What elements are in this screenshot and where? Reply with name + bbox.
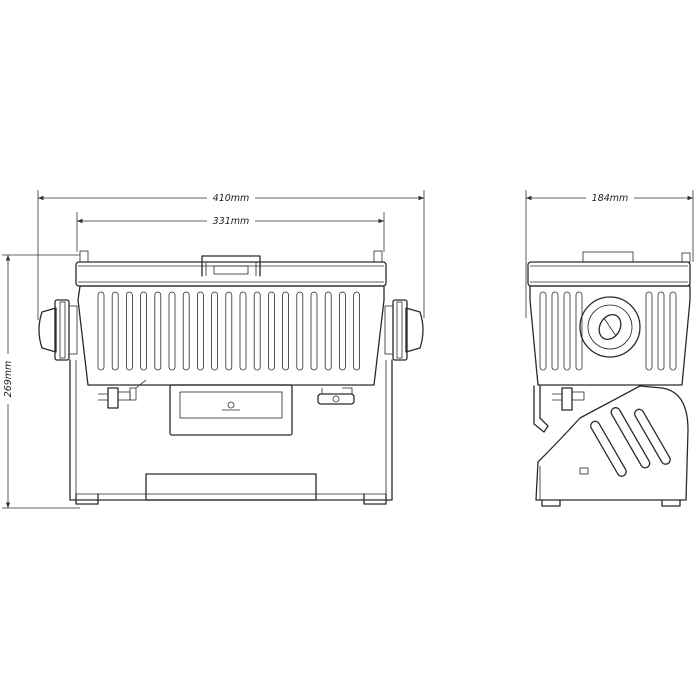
- front-cooling-fin: [154, 291, 162, 371]
- side-cooling-fin: [645, 291, 653, 371]
- front-left-connector: [98, 379, 147, 409]
- side-cooling-fin: [669, 291, 677, 371]
- front-cooling-fin: [97, 291, 105, 371]
- front-view: [38, 250, 424, 505]
- front-cooling-fin: [140, 291, 148, 371]
- front-cooling-fin: [253, 291, 261, 371]
- front-right-connector: [317, 387, 355, 405]
- front-cooling-fin: [338, 291, 346, 371]
- front-cooling-fin: [111, 291, 119, 371]
- front-cooling-fin: [353, 291, 361, 371]
- pivot-knob: [579, 296, 641, 358]
- yoke-slots: [590, 407, 671, 477]
- dimension-331: 331mm: [76, 212, 385, 252]
- front-cooling-fin: [182, 291, 190, 371]
- front-cooling-fin: [211, 291, 219, 371]
- left-knob: [38, 299, 78, 361]
- front-cooling-fin: [324, 291, 332, 371]
- side-view: [527, 251, 691, 507]
- side-cooling-fin: [551, 291, 559, 371]
- front-cooling-fin: [126, 291, 133, 371]
- dimension-184-label: 184mm: [592, 193, 629, 204]
- dimension-184: 184mm: [525, 190, 694, 318]
- front-cooling-fin: [168, 291, 176, 371]
- dimension-410: 410mm: [37, 190, 425, 320]
- side-connector: [533, 385, 585, 433]
- dimension-410-label: 410mm: [213, 193, 250, 204]
- side-cooling-fin: [657, 291, 665, 371]
- front-cooling-fin: [239, 291, 247, 371]
- right-knob: [384, 299, 424, 361]
- front-cooling-fin: [296, 291, 304, 371]
- front-cooling-fin: [310, 291, 318, 371]
- side-cooling-fin: [575, 291, 583, 371]
- dimension-269-label: 269mm: [3, 361, 14, 398]
- front-cooling-fin: [196, 291, 204, 371]
- front-cooling-fin: [267, 291, 275, 371]
- side-cooling-fin: [563, 291, 571, 371]
- side-cooling-fin: [539, 291, 547, 371]
- front-cooling-fin: [225, 291, 233, 371]
- dimension-269: 269mm: [2, 254, 80, 509]
- front-cooling-fin: [282, 291, 290, 371]
- dimension-331-label: 331mm: [213, 216, 250, 227]
